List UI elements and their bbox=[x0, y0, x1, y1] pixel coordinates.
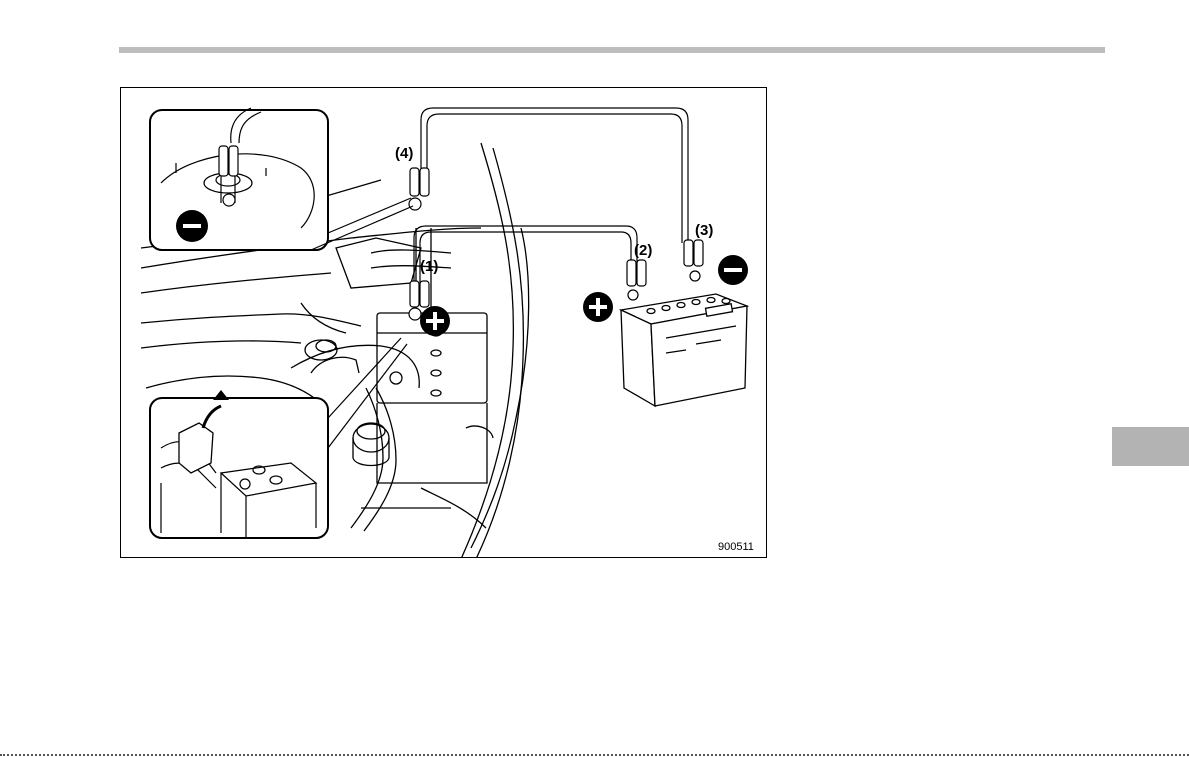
callout-3: (3) bbox=[695, 222, 713, 239]
cable-clamps bbox=[409, 168, 703, 320]
callout-1: (1) bbox=[420, 258, 438, 275]
ground-point-inset bbox=[150, 108, 413, 250]
plus-circle-icon bbox=[583, 292, 613, 322]
callout-4: (4) bbox=[395, 145, 413, 162]
minus-circle-icon bbox=[718, 255, 748, 285]
page-bottom-edge bbox=[0, 754, 1189, 756]
header-rule bbox=[119, 47, 1105, 53]
jump-start-drawing: (1) (2) (3) (4) 900511 bbox=[121, 88, 767, 558]
chapter-tab bbox=[1112, 427, 1189, 466]
jump-start-illustration: (1) (2) (3) (4) 900511 bbox=[120, 87, 767, 558]
figure-id: 900511 bbox=[718, 541, 754, 553]
minus-circle-icon bbox=[176, 210, 208, 242]
plus-circle-icon bbox=[420, 306, 450, 336]
arrow-up-icon bbox=[213, 390, 229, 400]
booster-battery bbox=[621, 294, 747, 406]
callout-2: (2) bbox=[634, 242, 652, 259]
